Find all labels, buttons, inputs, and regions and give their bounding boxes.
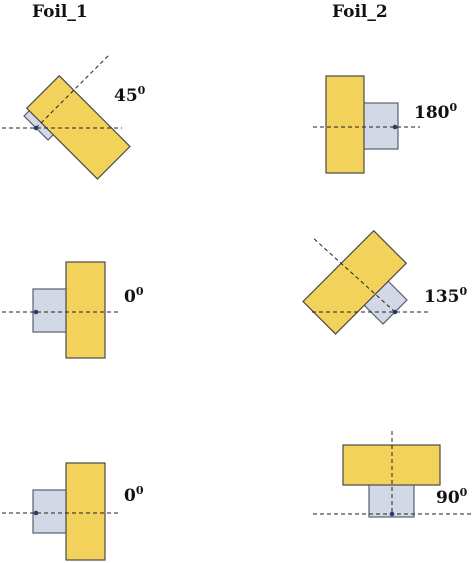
angle-label: 450 [114,84,146,106]
angle-label: 1350 [424,285,468,307]
foil-rectangle [325,75,365,174]
foil-rectangle [342,444,441,486]
panel-foil-2-90deg: 900 [313,431,474,518]
angle-label: 00 [124,285,144,307]
panel-foil-2-180deg: 1800 [313,75,458,174]
pivot-point [392,124,398,130]
pivot-point [33,510,39,516]
pivot-point [392,309,398,315]
column-title-foil-2: Foil_2 [332,2,388,22]
pivot-point [33,309,39,315]
panel-foil-1-0deg-middle: 00 [2,261,144,359]
pivot-point [389,511,395,517]
beam-axis [35,53,111,129]
foil-rectangle [25,74,131,180]
foil-rectangle [65,261,106,359]
panel-foil-1-45deg: 450 [2,53,146,180]
holder-block [32,288,68,333]
pivot-point [33,125,39,131]
foil-rectangle [302,229,408,335]
holder-block [362,102,399,150]
angle-label: 00 [124,484,144,506]
panel-foil-2-135deg: 1350 [302,229,468,335]
holder-block [32,489,68,534]
column-title-foil-1: Foil_1 [32,2,88,22]
beam-axis [311,236,396,313]
foil-rectangle [65,462,106,561]
panel-foil-1-0deg-bottom: 00 [2,462,144,561]
angle-label: 1800 [414,101,458,123]
angle-label: 900 [436,486,468,508]
